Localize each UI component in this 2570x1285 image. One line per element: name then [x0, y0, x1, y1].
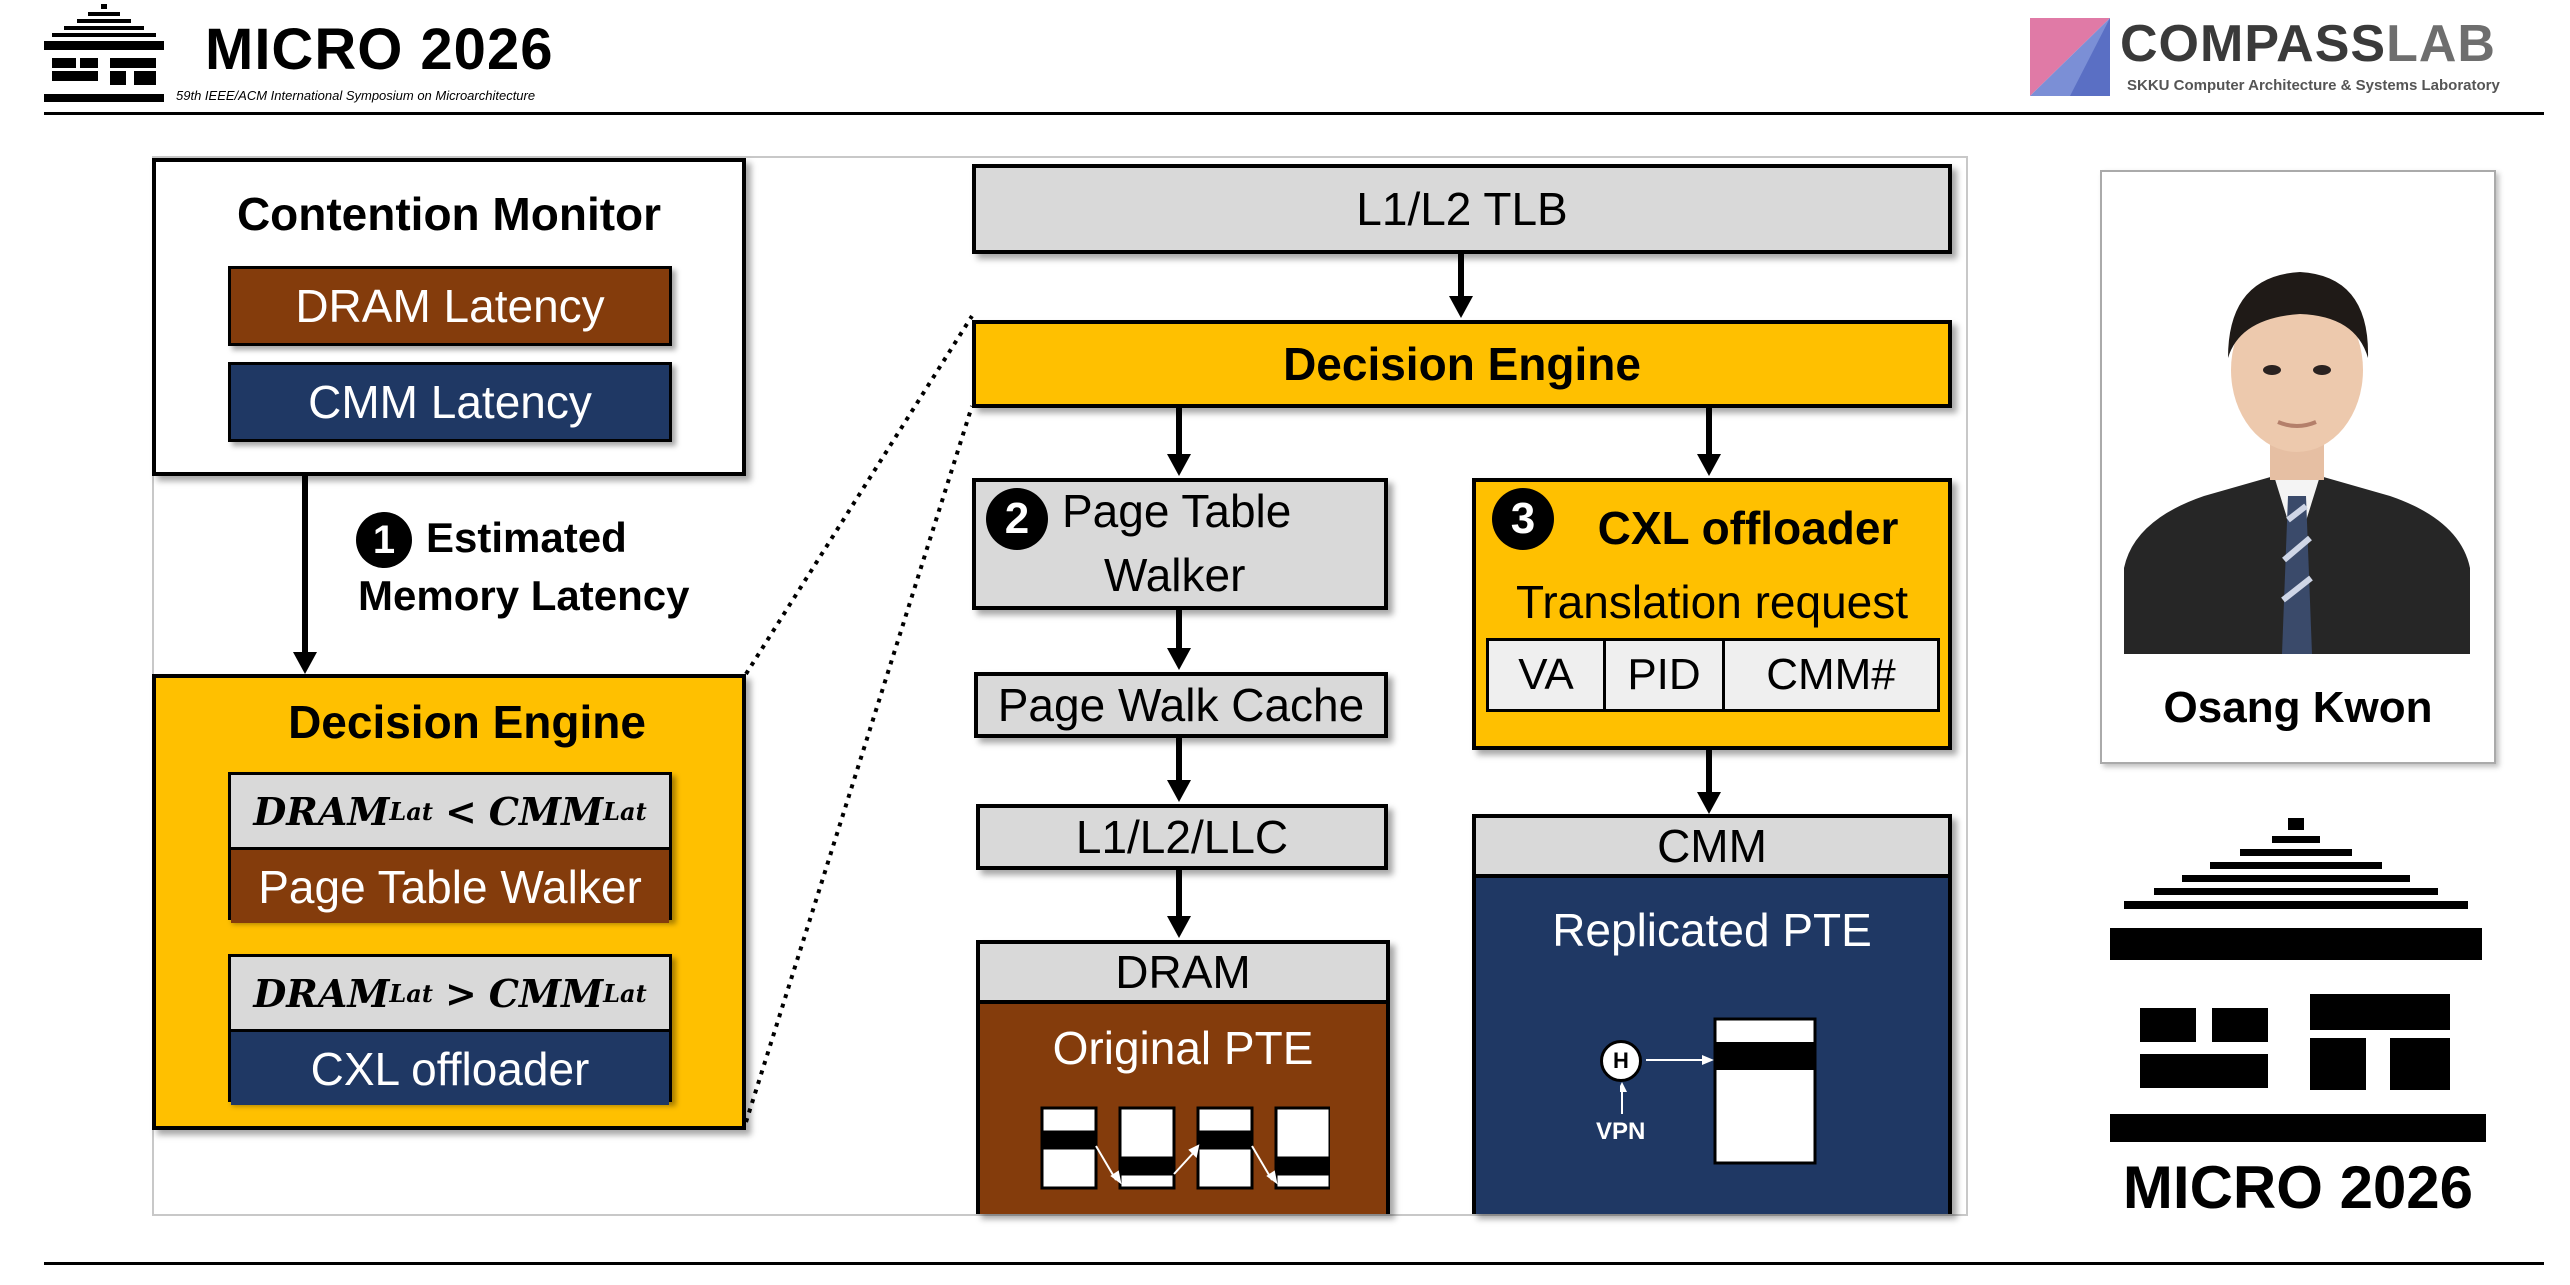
lab-subtitle: SKKU Computer Architecture & Systems Lab… — [2127, 77, 2500, 94]
cond2-rhs-sub: Lat — [603, 978, 647, 1008]
step1-badge: 1 — [356, 512, 412, 568]
dram-label: DRAM — [980, 944, 1386, 1004]
dram-latency-box: DRAM Latency — [228, 266, 672, 346]
cond2-lhs: DRAM — [253, 970, 390, 1016]
estimated-latency-arrow — [293, 476, 317, 674]
compasslab-logo-icon — [2030, 18, 2110, 96]
dram-box: DRAM Original PTE — [976, 940, 1390, 1214]
micro-logo-icon — [44, 4, 164, 102]
decision-engine-detail-box: Decision Engine — [972, 320, 1952, 408]
ptw-to-pwc-arrow — [1167, 610, 1191, 670]
condition2-target: CXL offloader — [231, 1032, 669, 1105]
step3-badge: 3 — [1492, 488, 1554, 550]
cache-box: L1/L2/LLC — [976, 804, 1388, 870]
step1-line1: Estimated — [426, 514, 627, 561]
ptw-line1: Page Table — [1062, 485, 1292, 537]
cache-to-dram-arrow — [1167, 870, 1191, 938]
dram-content: Original PTE — [980, 1004, 1386, 1214]
lab-name-part1: COMPASS — [2120, 15, 2387, 73]
zoom-lines — [744, 314, 974, 1123]
translation-request-fields: VA PID CMM# — [1486, 638, 1940, 712]
vpn-label: VPN — [1596, 1118, 1646, 1145]
decision-to-ptw-arrow — [1167, 408, 1191, 476]
step2-badge: 2 — [986, 488, 1048, 550]
condition1-target: Page Table Walker — [231, 850, 669, 923]
cmm-content: Replicated PTE H VPN — [1476, 878, 1948, 1214]
conference-title: MICRO 2026 — [205, 17, 554, 82]
hash-function-circle: H — [1600, 1040, 1642, 1082]
large-micro-logo-icon — [2110, 818, 2486, 1142]
decision-to-cxl-arrow — [1697, 408, 1721, 476]
cxl-offloader-title: CXL offloader — [1597, 502, 1899, 554]
cmm-latency-box: CMM Latency — [228, 362, 672, 442]
lab-name-part2: LAB — [2386, 15, 2496, 73]
presenter-photo — [2124, 230, 2470, 654]
header-divider — [44, 112, 2544, 115]
footer-divider — [44, 1262, 2544, 1265]
cond2-rhs: CMM — [488, 970, 604, 1016]
decision-engine-title: Decision Engine — [288, 696, 646, 748]
pwc-to-cache-arrow — [1167, 738, 1191, 802]
presenter-name: Osang Kwon — [2163, 683, 2433, 732]
tlb-box: L1/L2 TLB — [972, 164, 1952, 254]
lab-name: COMPASSLAB — [2120, 14, 2496, 74]
translation-request-label: Translation request — [1515, 576, 1909, 628]
cmm-label: CMM — [1476, 818, 1948, 878]
cond1-rhs: CMM — [488, 788, 604, 834]
cond1-op: < — [444, 788, 477, 834]
tlb-to-decision-arrow — [1449, 254, 1473, 318]
cmm-box: CMM Replicated PTE H VPN — [1472, 814, 1952, 1214]
field-cmm: CMM# — [1766, 650, 1896, 699]
cxl-to-cmm-arrow — [1697, 750, 1721, 814]
conference-subtitle: 59th IEEE/ACM International Symposium on… — [176, 88, 536, 103]
field-pid: PID — [1606, 641, 1725, 709]
contention-monitor-title: Contention Monitor — [236, 188, 662, 240]
replicated-pte-label: Replicated PTE — [1552, 904, 1872, 956]
ptw-line2: Walker — [1104, 549, 1246, 601]
cond1-rhs-sub: Lat — [603, 796, 647, 826]
cond1-lhs: DRAM — [253, 788, 390, 834]
replicated-page-table-icon — [1713, 1017, 1817, 1165]
field-va: VA — [1489, 641, 1606, 709]
cond2-lhs-sub: Lat — [389, 978, 433, 1008]
large-micro-logo-text: MICRO 2026 — [2122, 1153, 2474, 1221]
cond2-op: > — [444, 970, 477, 1016]
cond1-lhs-sub: Lat — [389, 796, 433, 826]
page-walk-cache-box: Page Walk Cache — [974, 672, 1388, 738]
step1-line2: Memory Latency — [358, 572, 690, 619]
hash-arrows — [1620, 1055, 1714, 1114]
page-table-levels-icon — [1040, 1106, 1330, 1190]
original-pte-label: Original PTE — [1052, 1022, 1314, 1074]
